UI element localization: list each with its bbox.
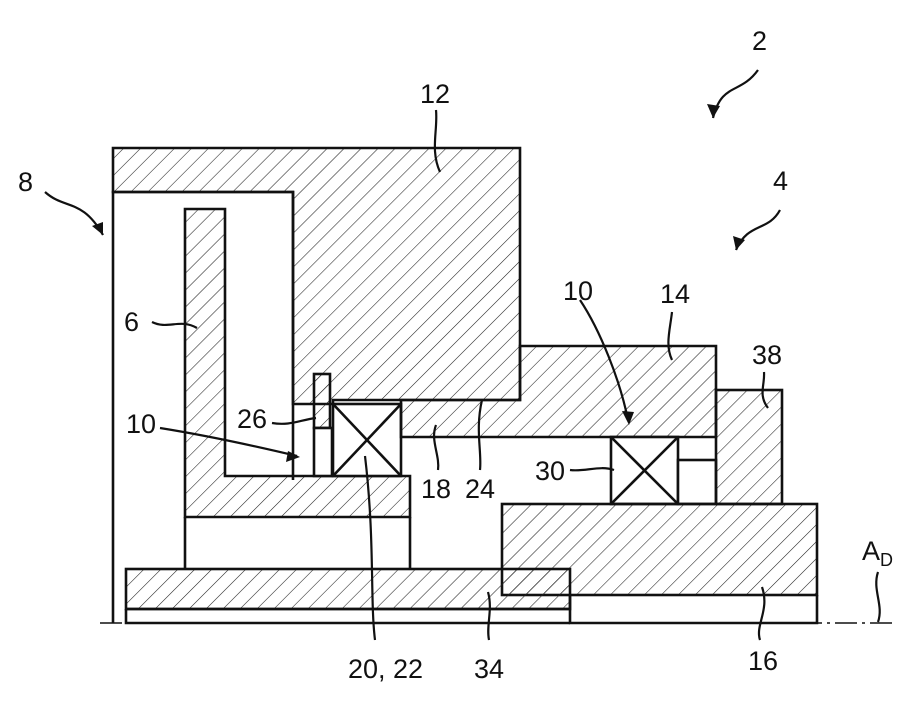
leader-34: [488, 592, 490, 640]
label-axis-main: A: [862, 536, 880, 566]
label-6: 6: [124, 307, 139, 337]
part-38-ring: [716, 390, 782, 504]
leader-4: [736, 210, 780, 250]
label-10b: 10: [563, 276, 593, 306]
spacer-right: [678, 460, 716, 504]
label-34: 34: [474, 654, 504, 684]
label-16: 16: [748, 646, 778, 676]
part-34-shaft: [126, 569, 570, 609]
label-24: 24: [465, 474, 495, 504]
label-axis-sub: D: [880, 550, 893, 570]
label-38: 38: [752, 340, 782, 370]
label-14: 14: [660, 279, 690, 309]
label-8: 8: [18, 167, 33, 197]
label-30: 30: [535, 456, 565, 486]
arrowhead-2: [707, 104, 720, 118]
part-26-pin: [314, 374, 330, 428]
bearing-30: [611, 437, 678, 504]
label-12: 12: [420, 79, 450, 109]
leader-10a: [160, 428, 297, 456]
part-34-lower: [126, 609, 570, 623]
label-26: 26: [237, 404, 267, 434]
spacer-element: [314, 428, 332, 476]
part-12-housing: [113, 148, 520, 404]
label-10a: 10: [126, 409, 156, 439]
label-18: 18: [421, 474, 451, 504]
leader-2: [713, 70, 758, 118]
label-4: 4: [773, 166, 788, 196]
leader-axis: [876, 572, 879, 622]
arrowhead-8: [92, 222, 103, 235]
label-20-22: 20, 22: [348, 654, 423, 684]
leader-8: [45, 192, 103, 235]
label-axis: AD: [862, 536, 893, 570]
leader-30: [570, 468, 614, 470]
part-16-lower: [570, 595, 817, 623]
label-2: 2: [752, 26, 767, 56]
